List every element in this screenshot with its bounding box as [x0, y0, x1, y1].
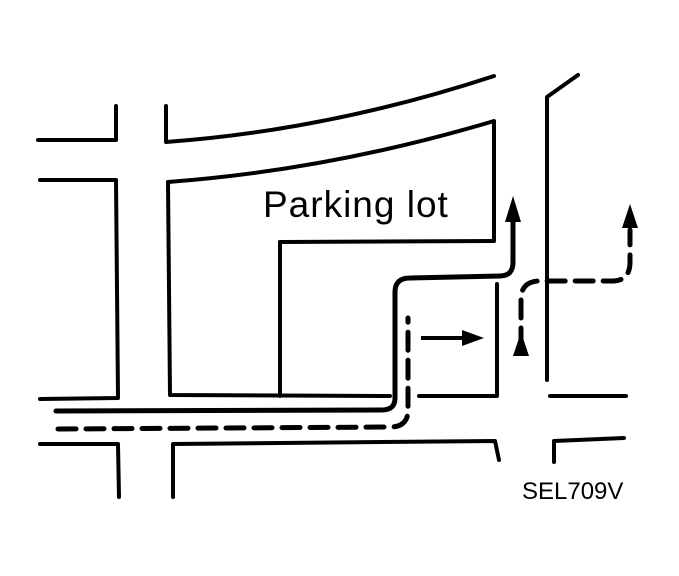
- parking-lot-label: Parking lot: [263, 184, 449, 225]
- block-bottom-right: [552, 436, 626, 464]
- parking-lot-left-edge: [166, 180, 392, 398]
- block-left: [38, 178, 120, 401]
- block-bottom-left: [38, 442, 121, 499]
- arrow-up-icon: [622, 204, 638, 228]
- block-bottom-middle: [171, 439, 501, 499]
- arrow-up-icon: [505, 196, 521, 222]
- parking-lot-upper-edge: [166, 119, 496, 242]
- figure-code-label: SEL709V: [522, 478, 624, 505]
- block-top-left-edge: [36, 104, 118, 142]
- dashed-route: [55, 227, 633, 432]
- parking-lot-right-edge: [417, 282, 499, 398]
- solid-route: [53, 217, 516, 414]
- block-right-edge: [545, 73, 580, 382]
- street-top-curve: [164, 74, 496, 144]
- parking-lot-inner-edge: [278, 239, 496, 244]
- arrow-right-icon: [462, 330, 484, 346]
- arrow-up-small-icon: [513, 332, 529, 356]
